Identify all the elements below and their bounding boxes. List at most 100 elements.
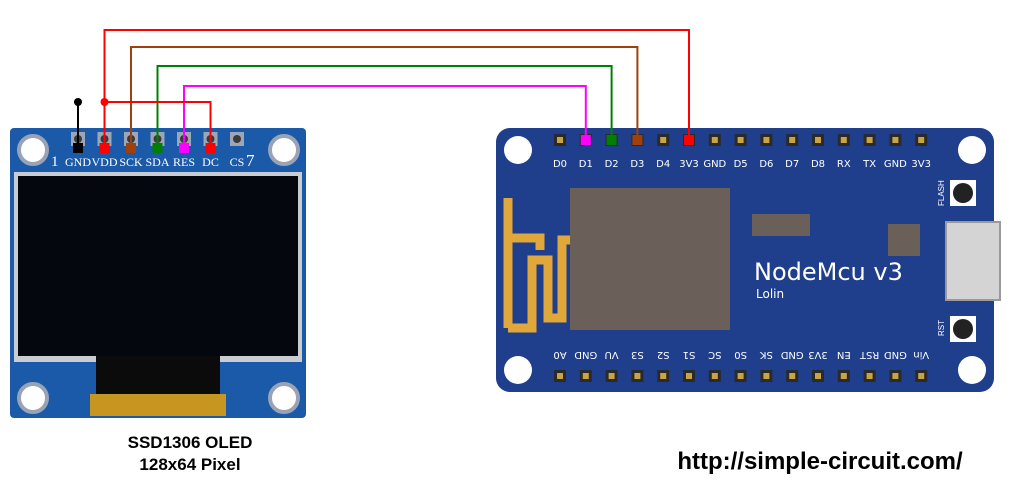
nodemcu-bottom-pin-core (582, 373, 589, 379)
nodemcu-top-pin-label: D6 (759, 159, 773, 170)
nodemcu-bottom-pin-label: SC (708, 349, 721, 360)
nodemcu-bottom-pin-label: RST (859, 349, 879, 360)
nodemcu-bottom-pin-label: 3V3 (808, 349, 828, 360)
nodemcu-top-pin-core (815, 137, 821, 143)
nodemcu-top-pin-label: D2 (605, 159, 619, 170)
nodemcu-top-pin-core (892, 137, 899, 143)
oled-pin-label: RES (173, 155, 195, 169)
nodemcu-top-pin-label: GND (703, 159, 726, 170)
wire-end (205, 143, 216, 153)
website-url: http://simple-circuit.com/ (677, 448, 963, 475)
wire-sck-d3 (130, 46, 639, 148)
nodemcu-top-pin-core (660, 137, 667, 143)
nodemcu-top-pin-label: GND (884, 159, 907, 170)
nodemcu-bottom-pin-label: GND (780, 349, 803, 360)
nodemcu-bottom-pin-core (892, 373, 899, 379)
nodemcu-top-header: D0 D1 D2 D3 D4 3V3 GND D5 D6 D7 D8 RX TX GND 3V3 (553, 134, 931, 170)
wire-end-nodemcu (580, 135, 591, 145)
wire-end-oled (126, 143, 136, 153)
nodemcu-bottom-pin-core (634, 373, 641, 379)
wire-end (73, 143, 83, 153)
wire-vdd-3v3 (103, 29, 690, 148)
nodemcu-bottom-pin-label: S0 (734, 349, 747, 360)
nodemcu-top-pin-label: TX (862, 159, 876, 170)
nodemcu-top-pin-core (763, 137, 770, 143)
wire-junction (74, 98, 82, 106)
wire-junction (100, 98, 109, 106)
flash-label: FLASH (937, 180, 946, 206)
nodemcu-subtitle: Lolin (756, 287, 784, 301)
nodemcu-bottom-pin-label: EN (837, 349, 851, 360)
nodemcu-bottom-pin-label: S3 (631, 349, 644, 360)
wires (73, 29, 694, 153)
nodemcu-top-pin-label: D1 (579, 159, 593, 170)
oled-mount-hole-tr (268, 134, 300, 166)
flash-button (953, 183, 973, 203)
nodemcu-top-pin-label: D3 (630, 159, 644, 170)
oled-pin-hole (233, 135, 241, 143)
chip-square (888, 224, 920, 256)
nodemcu-hole-tr (958, 136, 986, 164)
oled-caption-line2: 128x64 Pixel (139, 455, 241, 474)
oled-mount-hole-br (268, 382, 300, 414)
nodemcu-top-pin-label: D8 (811, 159, 825, 170)
oled-pin-label: CS (230, 155, 245, 169)
wire-dc-vdd (103, 101, 212, 148)
nodemcu-hole-bl (504, 356, 532, 384)
nodemcu-bottom-pin-label: SK (760, 349, 773, 360)
chip-small (752, 214, 810, 236)
wire-end-nodemcu (632, 135, 643, 145)
nodemcu-bottom-pin-core (866, 373, 873, 379)
oled-pin-number-left: 1 (51, 154, 59, 170)
oled-flex-cable (90, 394, 226, 416)
nodemcu-hole-tl (504, 136, 532, 164)
nodemcu-bottom-pin-core (711, 373, 718, 379)
nodemcu-bottom-pin-core (737, 373, 744, 379)
nodemcu-bottom-pin-core (815, 373, 821, 379)
nodemcu-top-pin-core (737, 137, 744, 143)
nodemcu-bottom-pin-label: Vin (913, 349, 929, 360)
nodemcu-top-pin-core (840, 137, 847, 143)
nodemcu-top-pin-label: D4 (656, 159, 670, 170)
nodemcu-bottom-pin-core (789, 373, 796, 379)
nodemcu-top-pin-core (789, 137, 796, 143)
nodemcu-bottom-pin-core (763, 373, 770, 379)
nodemcu-bottom-pin-label: VU (605, 349, 619, 360)
nodemcu-bottom-pin-core (686, 373, 692, 379)
nodemcu-top-pin-core (557, 137, 563, 143)
nodemcu-top-pin-label: RX (837, 159, 851, 170)
nodemcu-bottom-pin-label: GND (574, 349, 597, 360)
oled-pin-label: VDD (92, 155, 118, 169)
antenna-trace (503, 198, 570, 333)
oled-pin-number-right: 7 (246, 151, 255, 170)
wire-res-d1 (183, 85, 587, 148)
nodemcu-bottom-pin-core (918, 373, 925, 379)
nodemcu-hole-br (958, 356, 986, 384)
nodemcu-top-pin-core (866, 137, 873, 143)
nodemcu-top-pin-label: D7 (785, 159, 799, 170)
oled-mount-hole-tl (17, 134, 49, 166)
nodemcu-bottom-pin-core (557, 373, 563, 379)
nodemcu-top-pin-label: 3V3 (679, 159, 699, 170)
nodemcu-top-pin-label: D5 (734, 159, 748, 170)
wire-end-oled (152, 143, 163, 153)
usb-connector (945, 221, 1001, 301)
oled-pin-label: SCK (119, 155, 143, 169)
wire-sda-d2 (156, 65, 613, 148)
esp-module (570, 188, 730, 330)
rst-label: RST (937, 320, 946, 336)
oled-pin-label: GND (65, 155, 91, 169)
nodemcu-bottom-pin-label: GND (884, 349, 907, 360)
oled-pin-label: SDA (145, 155, 169, 169)
nodemcu-top-pin-label: 3V3 (911, 159, 931, 170)
rst-button (953, 319, 973, 339)
nodemcu-bottom-pin-core (840, 373, 847, 379)
nodemcu-bottom-pin-core (608, 373, 615, 379)
nodemcu-bottom-pin-label: A0 (553, 349, 566, 360)
oled-pin-label: DC (202, 155, 219, 169)
nodemcu-top-pin-label: D0 (553, 159, 567, 170)
